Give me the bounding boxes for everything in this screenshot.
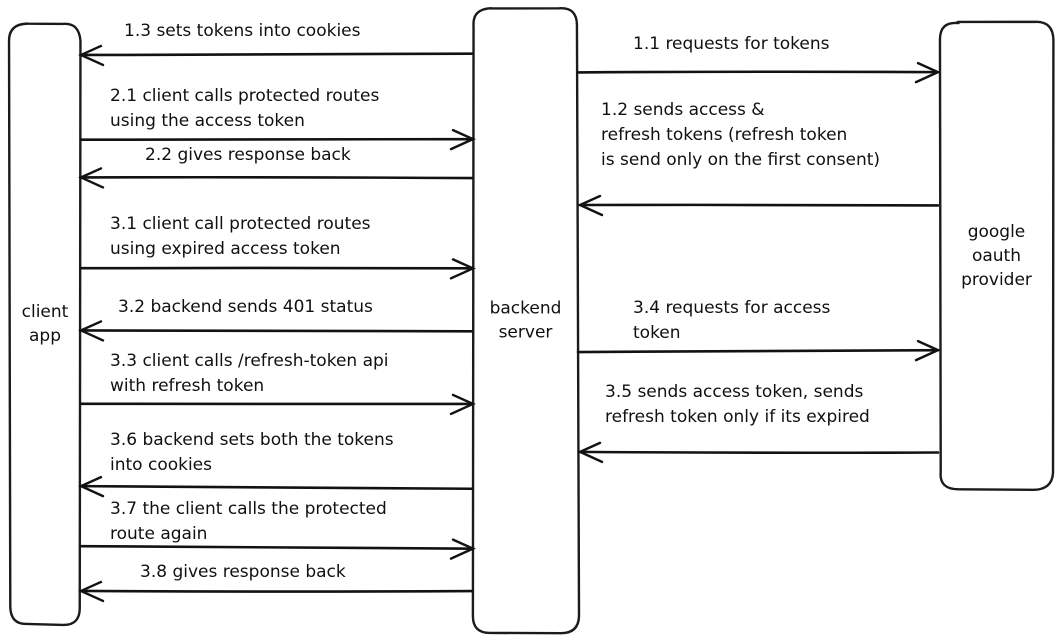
arrow-head	[449, 258, 476, 280]
message-label-m3_8: 3.8 gives response back	[140, 562, 346, 582]
lifeline-label-client: app	[29, 326, 61, 346]
message-label-m2_1: using the access token	[110, 111, 305, 131]
message-label-m1_2: is send only on the first consent)	[601, 150, 880, 170]
message-label-m3_7: route again	[110, 524, 207, 544]
arrow-shaft	[79, 137, 475, 142]
message-label-m3_3: with refresh token	[110, 376, 264, 396]
message-label-m3_4: 3.4 requests for access	[633, 298, 831, 318]
message-label-m3_4: token	[633, 323, 681, 343]
arrow-head	[78, 320, 105, 342]
arrow-head	[78, 580, 105, 603]
arrow-shaft	[576, 348, 940, 354]
message-label-m3_7: 3.7 the client calls the protected	[110, 499, 387, 519]
arrow-shaft	[576, 70, 940, 74]
arrow-shaft	[79, 589, 474, 593]
message-label-m3_1: 3.1 client call protected routes	[110, 214, 371, 234]
message-label-m3_1: using expired access token	[110, 239, 341, 259]
arrow-head	[914, 61, 941, 84]
messages-layer: 1.1 requests for tokens 1.2 sends access …	[78, 21, 941, 603]
arrow-head	[577, 194, 604, 217]
lifeline-label-client: client	[22, 302, 69, 322]
arrow-shaft	[79, 175, 474, 180]
lifeline-client[interactable]: client app	[7, 22, 82, 627]
message-label-m3_6: 3.6 backend sets both the tokens	[110, 430, 394, 450]
arrow-shaft	[79, 484, 474, 491]
lifeline-google[interactable]: google oauth provider	[938, 20, 1055, 492]
arrow-head	[577, 441, 604, 464]
message-m3_1[interactable]: 3.1 client call protected routes using ex…	[79, 214, 476, 280]
message-label-m3_5: 3.5 sends access token, sends	[605, 382, 863, 402]
arrow-shaft	[79, 544, 475, 550]
message-label-m3_3: 3.3 client calls /refresh-token api	[110, 351, 389, 371]
message-m1_1[interactable]: 1.1 requests for tokens	[576, 34, 941, 84]
message-m3_5[interactable]: 3.5 sends access token, sends refresh tok…	[577, 382, 940, 464]
arrow-shaft	[578, 450, 940, 455]
message-label-m2_1: 2.1 client calls protected routes	[110, 86, 380, 106]
arrow-shaft	[79, 52, 474, 57]
message-label-m2_2: 2.2 gives response back	[145, 145, 351, 165]
message-label-m1_1: 1.1 requests for tokens	[633, 34, 830, 54]
lifeline-label-google: provider	[961, 270, 1032, 290]
message-label-m3_2: 3.2 backend sends 401 status	[118, 297, 373, 317]
lifeline-label-google: oauth	[972, 246, 1021, 266]
message-m3_7[interactable]: 3.7 the client calls the protected route …	[79, 499, 476, 560]
message-m1_3[interactable]: 1.3 sets tokens into cookies	[78, 21, 474, 67]
arrow-head	[78, 475, 105, 498]
lifeline-backend[interactable]: backend server	[471, 6, 581, 635]
message-m1_2[interactable]: 1.2 sends access & refresh tokens (refres…	[577, 100, 940, 217]
message-m3_2[interactable]: 3.2 backend sends 401 status	[78, 297, 474, 342]
message-m2_1[interactable]: 2.1 client calls protected routes using t…	[79, 86, 476, 151]
lifeline-label-google: google	[968, 222, 1026, 242]
arrow-head	[449, 538, 476, 560]
message-m2_2[interactable]: 2.2 gives response back	[78, 145, 474, 189]
arrow-shaft	[79, 329, 474, 333]
message-label-m3_5: refresh token only if its expired	[605, 407, 870, 427]
lifeline-label-backend: server	[499, 323, 553, 343]
lifeline-label-backend: backend	[490, 299, 562, 319]
message-m3_6[interactable]: 3.6 backend sets both the tokens into coo…	[78, 430, 474, 498]
message-m3_3[interactable]: 3.3 client calls /refresh-token api with …	[79, 351, 476, 416]
arrow-head	[914, 339, 941, 362]
message-label-m3_6: into cookies	[110, 455, 212, 475]
message-label-m1_3: 1.3 sets tokens into cookies	[124, 21, 361, 41]
message-m3_4[interactable]: 3.4 requests for access token	[576, 298, 941, 362]
arrow-shaft	[578, 203, 940, 207]
arrow-head	[449, 128, 476, 151]
message-label-m1_2: 1.2 sends access &	[601, 100, 765, 120]
message-m3_8[interactable]: 3.8 gives response back	[78, 562, 474, 603]
message-label-m1_2: refresh tokens (refresh token	[601, 125, 847, 145]
arrow-head	[78, 44, 105, 67]
lifelines-layer: client app backend server google oauth provide…	[7, 6, 1055, 635]
arrow-head	[449, 393, 476, 416]
arrow-head	[78, 167, 105, 189]
